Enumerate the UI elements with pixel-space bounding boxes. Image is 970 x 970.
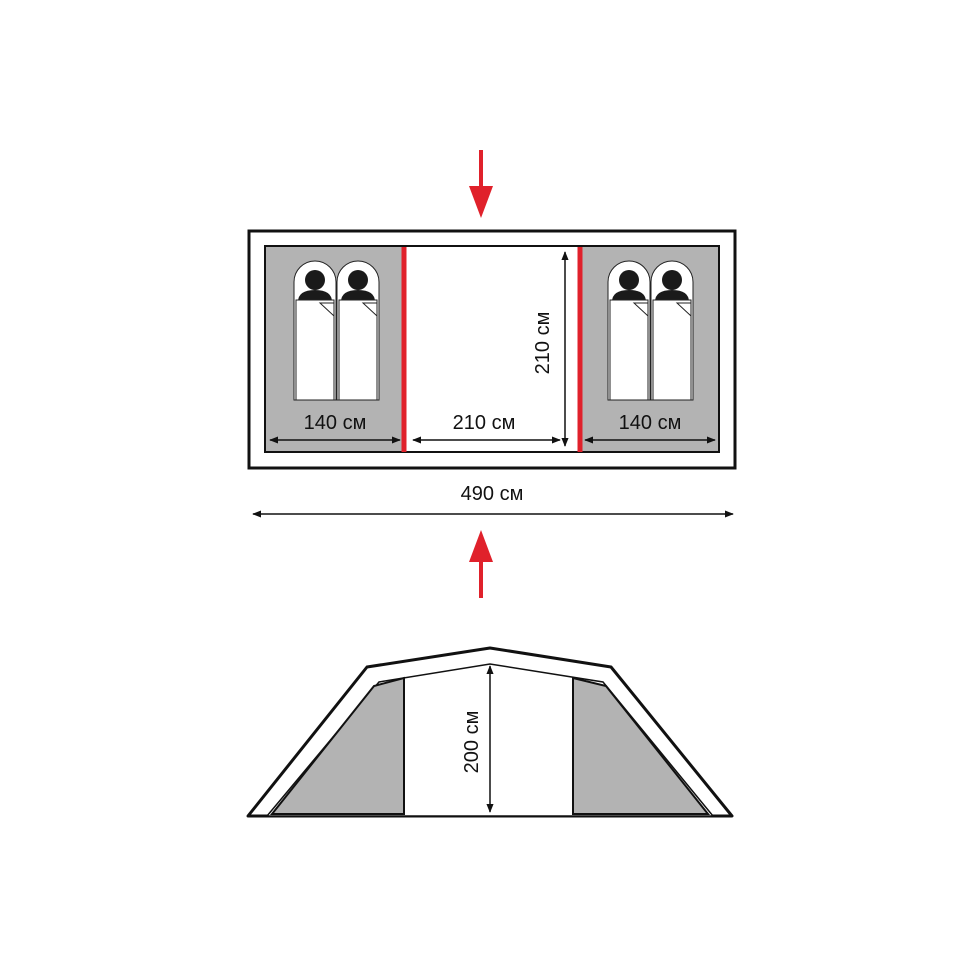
right-room-width-label: 140 см bbox=[619, 412, 682, 434]
center-vestibule-width-label: 210 см bbox=[453, 412, 516, 434]
sleeping-bag-left-2 bbox=[336, 260, 380, 401]
sleeping-bag-right-2 bbox=[650, 260, 694, 401]
depth-label: 210 см bbox=[532, 312, 554, 375]
left-room-section bbox=[269, 676, 405, 815]
sleeping-bag-left-1 bbox=[293, 260, 337, 401]
floor-plan: 140 см 210 см 140 см 210 см bbox=[247, 229, 737, 470]
bottom-entry-arrow bbox=[469, 530, 493, 598]
side-view: 200 см bbox=[246, 646, 734, 818]
sleeping-bag-right-1 bbox=[607, 260, 651, 401]
left-room-width-label: 140 см bbox=[304, 412, 367, 434]
top-entry-arrow bbox=[469, 150, 493, 218]
height-label: 200 см bbox=[461, 711, 483, 774]
total-width-label: 490 см bbox=[461, 483, 524, 505]
right-room-section bbox=[572, 676, 711, 815]
